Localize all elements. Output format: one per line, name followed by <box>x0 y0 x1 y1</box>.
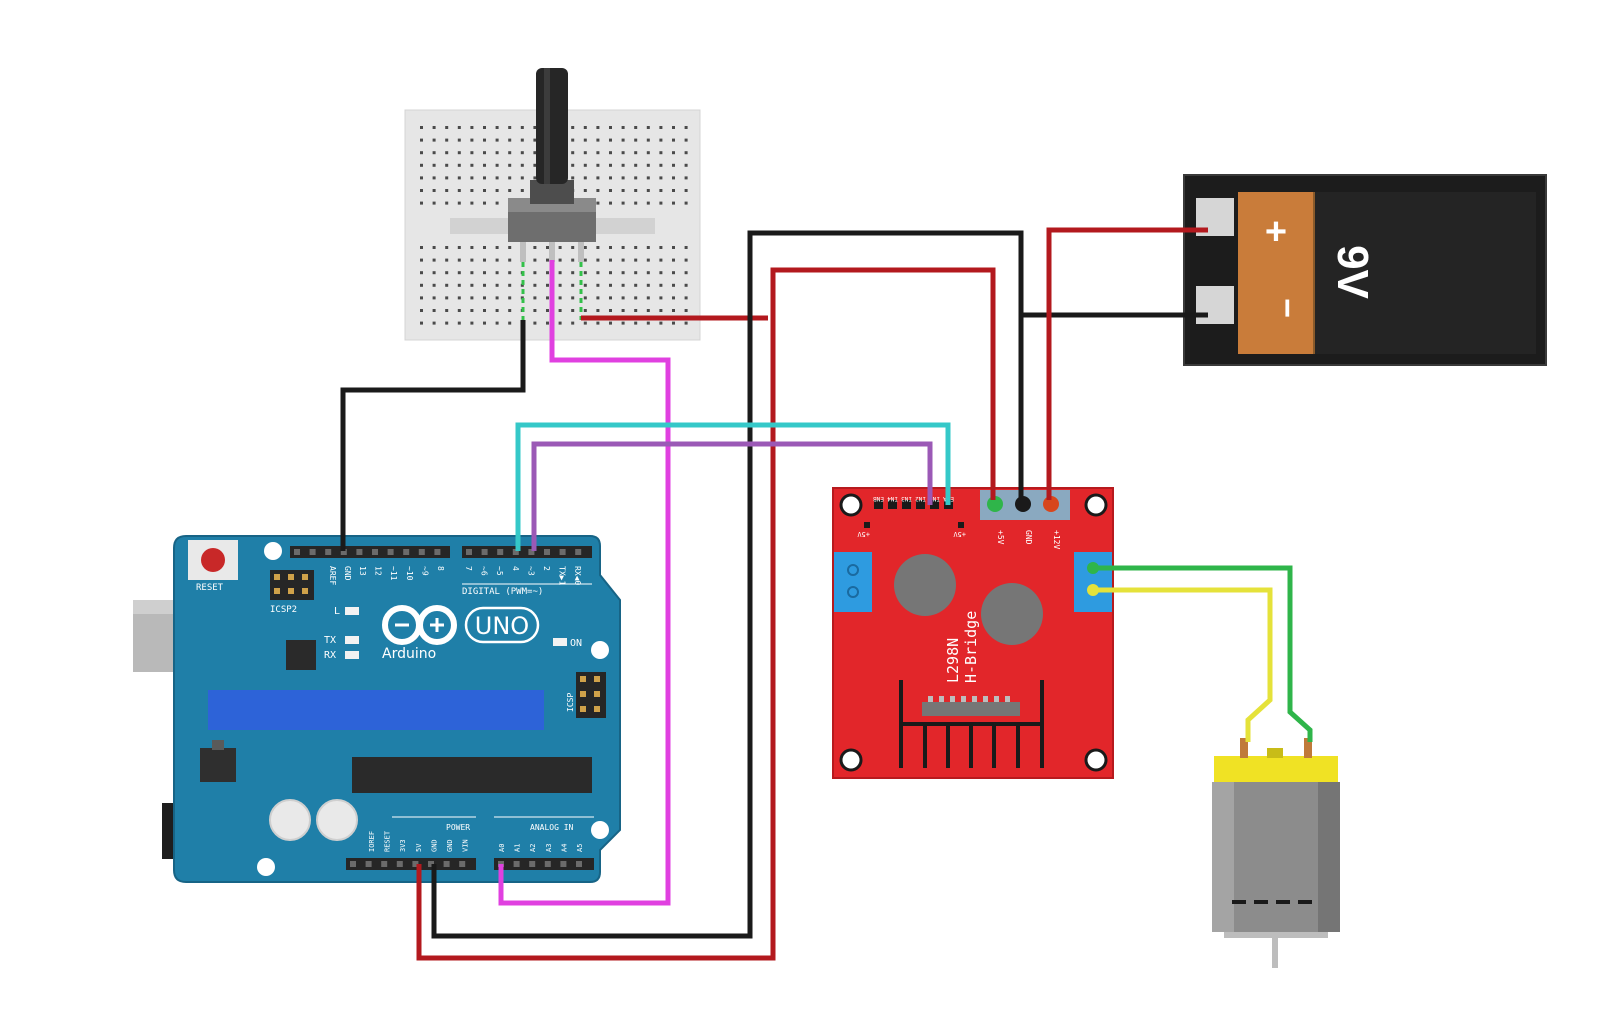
heatsink <box>899 680 1044 768</box>
power-pin-label: 5V <box>415 843 423 852</box>
tx-led-label: TX <box>324 635 336 646</box>
analog-pin-label: A2 <box>529 844 537 852</box>
digital-pin-label: ~6 <box>480 566 489 576</box>
on-led <box>553 638 567 646</box>
power-pin-label: VIN <box>462 839 470 852</box>
wire-black-pot-gnd <box>340 320 526 551</box>
atmega-chip <box>352 757 592 793</box>
digital-pin-label: 13 <box>358 566 367 576</box>
digital-label: DIGITAL (PWM=~) <box>462 587 543 597</box>
hbridge-input-label: IN4 <box>887 495 898 502</box>
power-pin-label: 3V3 <box>399 839 407 852</box>
wire-red-5v-hbridge <box>416 267 996 961</box>
analog-pin-label: A5 <box>576 844 584 852</box>
plus5v-right-label: +5V <box>953 530 966 538</box>
left-screw-terminal <box>834 552 872 612</box>
power-label: POWER <box>446 823 470 832</box>
hb-capacitor-right <box>981 583 1043 645</box>
digital-pin-label: 8 <box>436 566 445 571</box>
l-led-label: L <box>334 606 340 617</box>
battery-copper-end <box>1238 192 1314 354</box>
capacitor-right <box>317 800 357 840</box>
hbridge-title-line2: H-Bridge <box>962 611 980 683</box>
wire-yellow-motor <box>1093 587 1273 742</box>
analog-pin-label: A3 <box>545 844 553 852</box>
hb-capacitor-left <box>894 554 956 616</box>
power-header <box>346 858 476 870</box>
main-chip-bar <box>208 690 544 730</box>
digital-pin-label: TX▶1 <box>558 566 567 585</box>
arduino-brand-label: Arduino <box>382 646 436 662</box>
hbridge-input-label: IN3 <box>901 495 912 502</box>
analog-pin-label: A0 <box>498 844 506 852</box>
digital-pin-label: ~9 <box>420 566 429 576</box>
l-led <box>345 607 359 615</box>
analog-pin-label: A4 <box>560 844 568 852</box>
aref-label: AREF <box>328 566 337 585</box>
motor-screw-terminal <box>1074 552 1112 612</box>
icsp2-label: ICSP2 <box>270 605 297 615</box>
digital-pin-label: ~3 <box>526 566 535 576</box>
digital-pin-label: 4 <box>511 566 520 571</box>
power-pin-label: GND <box>430 839 438 852</box>
wire-cyan-pin4-in1 <box>515 422 951 551</box>
gnd-top-label: GND <box>343 566 352 581</box>
digital-pin-label: ~10 <box>405 566 414 581</box>
digital-header-right <box>462 546 592 558</box>
power-pin-label: IOREF <box>368 831 376 852</box>
dc-motor <box>1212 738 1340 968</box>
hbridge-power-label: +5V <box>996 530 1005 545</box>
digital-pin-label: ~11 <box>389 566 398 581</box>
plus5v-left-label: +5V <box>857 530 870 538</box>
capacitor-left <box>270 800 310 840</box>
wire-green-motor <box>1093 565 1313 742</box>
reset-label: RESET <box>196 583 224 593</box>
wire-purple-pin3-ena <box>531 441 933 551</box>
power-pin-label: GND <box>446 839 454 852</box>
on-led-label: ON <box>570 638 582 649</box>
hbridge-input-label: IN1 <box>929 495 940 502</box>
potentiometer <box>508 68 596 262</box>
9v-battery: + − 9V <box>1183 174 1547 366</box>
potentiometer-knob-shaft <box>536 68 568 184</box>
tx-led <box>345 636 359 644</box>
digital-pin-label: RX◀0 <box>573 566 582 585</box>
digital-pin-label: 2 <box>542 566 551 571</box>
motor-shaft <box>1272 938 1278 968</box>
arduino-logo-icon <box>382 605 457 645</box>
hbridge-power-label: +12V <box>1052 530 1061 549</box>
reset-button[interactable] <box>201 548 225 572</box>
battery-voltage-label: 9V <box>1328 245 1377 299</box>
l298n-chip <box>922 702 1020 716</box>
analog-in-label: ANALOG IN <box>530 823 574 832</box>
hbridge-title-line1: L298N <box>944 638 962 683</box>
wire-magenta-pot-a0 <box>498 260 671 906</box>
digital-pin-label: 12 <box>374 566 383 576</box>
uno-model-label: UNO <box>475 612 529 640</box>
digital-pin-label: ~5 <box>495 566 504 576</box>
hbridge-input-label: IN2 <box>915 495 926 502</box>
hbridge-input-label: ENB <box>873 495 884 502</box>
rx-led-label: RX <box>324 650 336 661</box>
motor-cap <box>1214 756 1338 782</box>
rx-led <box>345 651 359 659</box>
battery-plus-sign: + <box>1265 211 1287 253</box>
hbridge-power-label: GND <box>1024 530 1033 545</box>
wire-black-gnd-hbridge <box>431 230 1024 939</box>
wire-red-battery-12v <box>1046 227 1208 500</box>
digital-pin-label: 7 <box>464 566 473 571</box>
icsp-label: ICSP <box>566 693 575 712</box>
power-pin-label: RESET <box>384 830 392 852</box>
analog-pin-label: A1 <box>514 844 522 852</box>
battery-minus-sign: − <box>1268 298 1306 318</box>
